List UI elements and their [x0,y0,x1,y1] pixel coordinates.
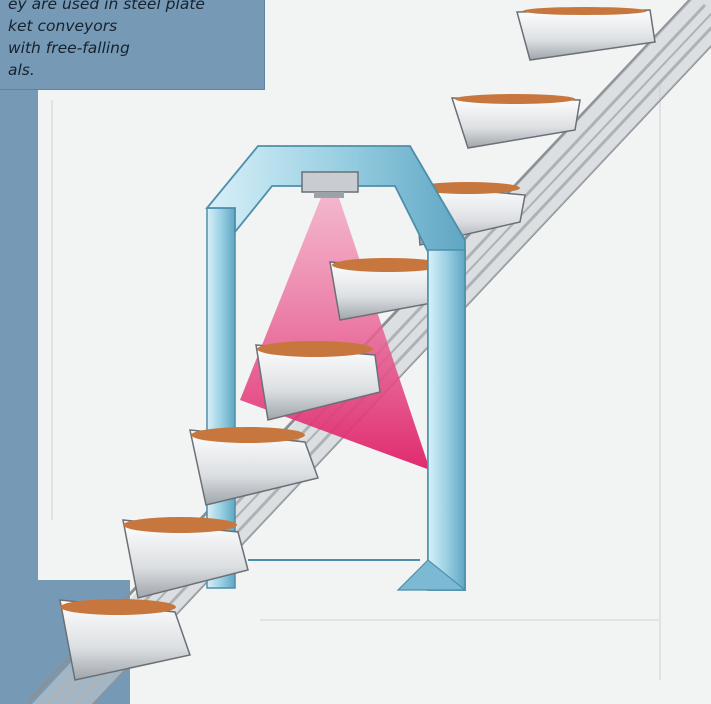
caption-line-2: ket conveyors [8,17,117,35]
laser-sensor-icon [302,172,358,198]
caption-line-3: with free-falling [8,39,130,57]
caption-line-1: ey are used in steel plate [8,0,205,13]
bucket-8 [517,7,655,60]
caption-line-4: als. [8,61,35,79]
caption-panel: ey are used in steel plate ket conveyors… [0,0,265,90]
caption-text: ey are used in steel plate ket conveyors… [8,0,256,81]
bucket-1 [60,599,190,680]
